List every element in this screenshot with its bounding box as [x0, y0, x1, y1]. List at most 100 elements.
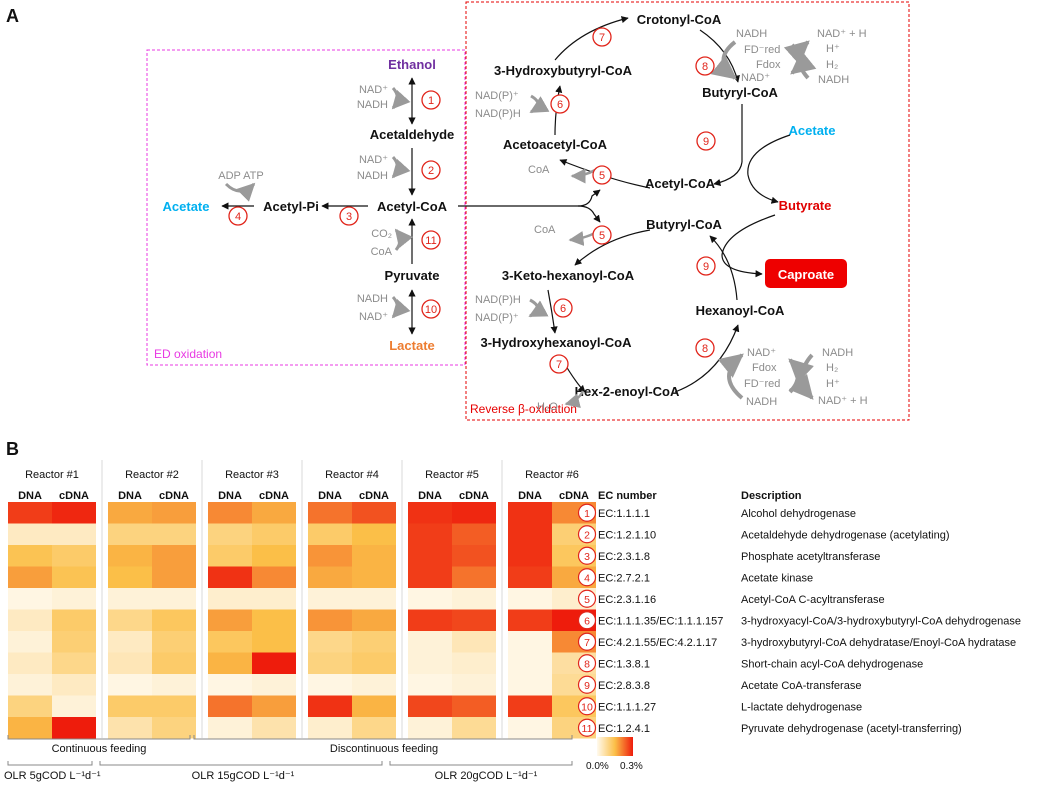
heatmap-cell	[52, 717, 96, 739]
heatmap-cell	[452, 674, 496, 696]
cof-bot-fdox: Fdox	[752, 362, 777, 374]
heatmap-cell	[152, 588, 196, 610]
heatmap-cell	[108, 717, 152, 739]
step-circle: 4	[228, 206, 248, 226]
step-circle: 7	[549, 354, 569, 374]
cofactor-curve-8-bot-a	[717, 353, 744, 400]
heatmap-cell	[408, 695, 452, 717]
reactor-title: Reactor #1	[25, 469, 79, 481]
discontinuous-bracket	[193, 735, 573, 740]
discontinuous-feeding-label: Discontinuous feeding	[330, 743, 438, 755]
heatmap-cell	[452, 609, 496, 631]
step-number: 7	[556, 359, 562, 371]
step-circle: 6	[553, 298, 573, 318]
step-number: 7	[599, 32, 605, 44]
heatmap-cell	[508, 502, 552, 524]
ec-number: EC:2.3.1.16	[598, 594, 656, 606]
heatmap-cell	[308, 523, 352, 545]
cof-bot-nad-h: NAD⁺ + H	[818, 395, 868, 407]
heatmap-cell	[108, 609, 152, 631]
column-header: cDNA	[459, 490, 489, 502]
reverse-beta-oxidation-label: Reverse β-oxidation	[470, 402, 577, 416]
heatmap-cell	[308, 609, 352, 631]
arrow-6-bot	[547, 289, 558, 334]
ec-number: EC:2.3.1.8	[598, 551, 650, 563]
heatmap-cell	[52, 631, 96, 653]
heatmap-cell	[208, 566, 252, 588]
olr-bracket-1	[7, 761, 93, 766]
heatmap-cell	[408, 674, 452, 696]
cofactor-curve-6-top	[529, 94, 550, 114]
cofactor-curve-4	[224, 182, 256, 202]
pyruvate-label: Pyruvate	[385, 268, 440, 283]
ec-description: Acetaldehyde dehydrogenase (acetylating)	[741, 529, 950, 541]
arrow-9-bot	[709, 235, 738, 301]
column-header: cDNA	[259, 490, 289, 502]
heatmap-cell	[108, 674, 152, 696]
heatmap-cell	[352, 631, 396, 653]
cofactor-curve-5-top	[570, 168, 596, 184]
heatmap-cell	[408, 588, 452, 610]
row-number-circle	[577, 654, 597, 673]
heatmap-cell	[352, 652, 396, 674]
acetate-left-label: Acetate	[163, 199, 210, 214]
row-number: 10	[581, 701, 593, 713]
ed-oxidation-label: ED oxidation	[154, 347, 222, 361]
heatmap-cell	[508, 652, 552, 674]
heatmap-cell	[452, 566, 496, 588]
heatmap-cell	[152, 717, 196, 739]
cofactor-curve-11	[394, 228, 414, 251]
step-circle: 2	[421, 160, 441, 180]
ec-number: EC:1.1.1.27	[598, 701, 656, 713]
reactor-title: Reactor #2	[125, 469, 179, 481]
heatmap-cell	[452, 631, 496, 653]
row-number: 1	[584, 508, 590, 520]
legend-min-label: 0.0%	[586, 761, 609, 772]
row-number-circle	[577, 525, 597, 544]
acetoacetyl-coa-label: Acetoacetyl-CoA	[503, 137, 608, 152]
heatmap-cell	[152, 566, 196, 588]
column-header: DNA	[418, 490, 442, 502]
cof-coa-5-top: CoA	[528, 164, 550, 176]
cof-coa-5-bot: CoA	[534, 224, 556, 236]
heatmap-cell	[208, 631, 252, 653]
step-number: 6	[560, 303, 566, 315]
hex-enoyl-coa-label: Hex-2-enoyl-CoA	[575, 384, 680, 399]
heatmap-cell	[252, 717, 296, 739]
description-header: Description	[741, 490, 802, 502]
heatmap-cell	[452, 717, 496, 739]
step-circle: 5	[592, 225, 612, 245]
arrow-butyrate-caproate	[721, 214, 776, 278]
panel-b-letter: B	[6, 439, 19, 459]
heatmap-cell	[8, 674, 52, 696]
heatmap-cell	[452, 523, 496, 545]
column-header: DNA	[318, 490, 342, 502]
heatmap-cell	[8, 631, 52, 653]
heatmap-cell	[408, 502, 452, 524]
arrow-9-top	[713, 161, 743, 187]
heatmap-cell	[252, 631, 296, 653]
cof-top-nadh: NADH	[736, 28, 767, 40]
hexanoyl-coa-label: Hexanoyl-CoA	[696, 303, 785, 318]
column-header: cDNA	[159, 490, 189, 502]
column-header: DNA	[518, 490, 542, 502]
ec-description: Pyruvate dehydrogenase (acetyl-transferr…	[741, 723, 962, 735]
step-number: 8	[702, 61, 708, 73]
heatmap-cell	[308, 566, 352, 588]
row-number: 3	[584, 551, 590, 563]
heatmap-cell	[252, 523, 296, 545]
ec-number: EC:1.1.1.35/EC:1.1.1.157	[598, 615, 723, 627]
heatmap-cell	[152, 609, 196, 631]
column-header: DNA	[18, 490, 42, 502]
heatmap-cell	[208, 588, 252, 610]
olr-bracket-3	[389, 761, 573, 766]
butyryl-coa-mid-label: Butyryl-CoA	[646, 217, 722, 232]
arrow-acetate-butyrate	[747, 134, 791, 204]
arrow-to-cycle-2	[577, 205, 601, 223]
heatmap-cell	[152, 523, 196, 545]
arrow-8-bot	[674, 324, 740, 393]
